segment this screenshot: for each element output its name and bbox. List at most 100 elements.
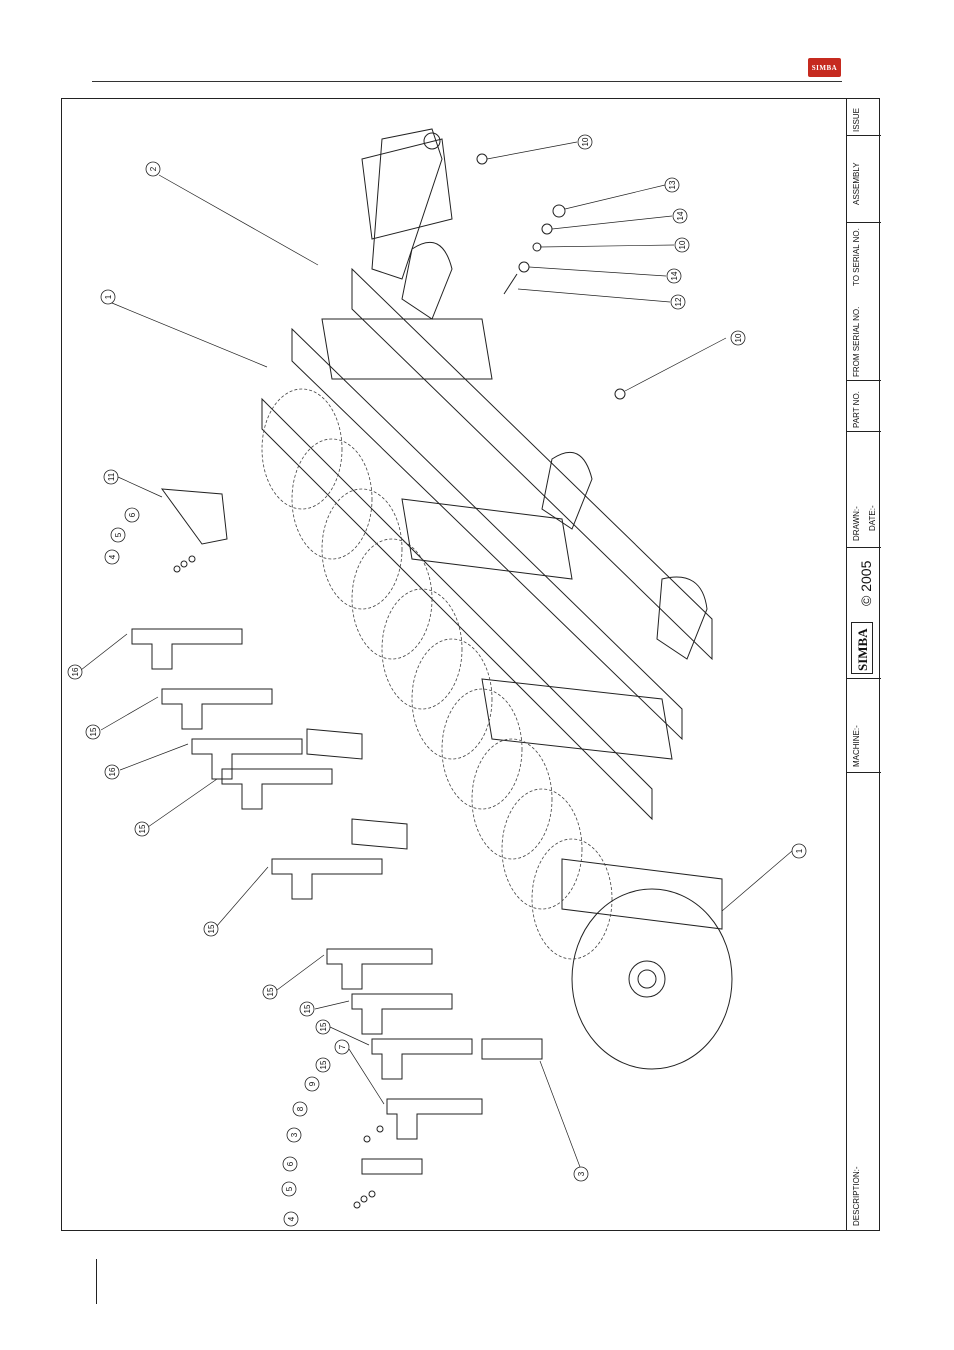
tb-divider-logo	[847, 678, 881, 679]
leader-10c	[625, 338, 726, 391]
callout-9: 9	[308, 1081, 317, 1086]
leader-15f	[330, 1027, 369, 1045]
tb-divider-machine	[847, 772, 881, 773]
header-rule	[92, 81, 842, 82]
bolt-4b	[354, 1202, 360, 1208]
callout-15g: 15	[319, 1060, 328, 1069]
cross-member-5	[562, 859, 722, 929]
washer-8	[364, 1136, 370, 1142]
disc-7	[442, 689, 522, 809]
callout-14a: 14	[676, 211, 685, 220]
washer-9	[377, 1126, 383, 1132]
scraper-plate-loose-b	[352, 819, 407, 849]
callout-15c: 15	[207, 924, 216, 933]
drawing-sheet: 2 1 10 13 14 10 14 12 10 11 6 5 4 16 15 …	[61, 98, 880, 1231]
callout-16b: 16	[108, 767, 117, 776]
nut-6a	[189, 556, 195, 562]
cross-member-4	[482, 679, 672, 759]
tb-divider-serial	[847, 380, 881, 381]
bracket-plate-1	[402, 242, 452, 319]
nut-13	[553, 205, 565, 217]
leader-14a	[552, 216, 672, 229]
leader-15d	[277, 955, 324, 990]
tb-to-serial: TO SERIAL NO.	[852, 228, 861, 286]
leader-3b	[540, 1061, 580, 1167]
tb-from-serial: FROM SERIAL NO.	[852, 307, 861, 377]
callout-15a: 15	[89, 727, 98, 736]
leader-13	[565, 185, 665, 209]
leader-14b	[529, 267, 666, 276]
end-hub	[629, 961, 665, 997]
callout-15d: 15	[266, 987, 275, 996]
callout-12: 12	[674, 297, 683, 306]
cross-member-2	[322, 319, 492, 379]
cross-member-3	[402, 499, 572, 579]
leader-10a	[487, 142, 577, 159]
leader-7	[349, 1049, 384, 1104]
pin-12	[504, 274, 517, 294]
scraper-plate-loose-a	[307, 729, 362, 759]
scraper-bracket-7	[387, 1099, 482, 1139]
callout-1a: 1	[104, 294, 113, 299]
disc-9	[502, 789, 582, 909]
leader-16a	[81, 634, 127, 670]
frame-rail-top	[352, 269, 712, 659]
callout-10b: 10	[678, 240, 687, 249]
tb-divider-assembly	[847, 222, 881, 223]
bush-10b	[533, 243, 541, 251]
leader-11	[118, 477, 162, 497]
end-disc	[572, 889, 732, 1069]
callout-3a: 3	[290, 1132, 299, 1137]
headstock-arm	[372, 129, 442, 279]
callout-3b: 3	[577, 1171, 586, 1176]
leader-1b	[722, 851, 792, 911]
tb-divider-drawn	[847, 547, 881, 548]
scraper-bracket-15c	[272, 859, 382, 899]
tb-assembly: ASSEMBLY	[852, 162, 861, 205]
callout-13: 13	[668, 180, 677, 189]
bolt-4a	[174, 566, 180, 572]
nut-6b	[369, 1191, 375, 1197]
callout-10a: 10	[581, 137, 590, 146]
disc-5	[382, 589, 462, 709]
logo-text: SIMBA	[812, 64, 837, 72]
callout-15e: 15	[303, 1004, 312, 1013]
callout-16a: 16	[71, 667, 80, 676]
disc-3	[322, 489, 402, 609]
scraper-bracket-16b	[192, 739, 302, 779]
frame-rail-bottom	[262, 399, 652, 819]
tb-description: DESCRIPTION:-	[852, 1166, 861, 1226]
tb-simba-logo: SIMBA	[851, 622, 873, 674]
callout-15f: 15	[319, 1022, 328, 1031]
callout-15b: 15	[138, 824, 147, 833]
callout-4b: 4	[287, 1216, 296, 1221]
callout-11: 11	[107, 472, 116, 481]
scraper-bracket-15d	[327, 949, 432, 989]
disc-1	[262, 389, 342, 509]
leader-16b	[120, 744, 188, 770]
leader-15e	[315, 1001, 349, 1009]
scraper-plate-3b	[482, 1039, 542, 1059]
scraper-bracket-15a	[162, 689, 272, 729]
tb-drawn: DRAWN:-	[852, 506, 861, 541]
callout-10c: 10	[734, 333, 743, 342]
leader-15b	[148, 779, 217, 827]
tb-divider-partno	[847, 431, 881, 432]
leader-2	[159, 175, 318, 265]
end-hub-inner	[638, 970, 656, 988]
binding-margin-mark	[96, 1259, 97, 1304]
nut-5a	[181, 561, 187, 567]
tb-part-no: PART NO.	[852, 391, 861, 428]
simba-logo: SIMBA	[808, 58, 841, 77]
scraper-bracket-15e	[352, 994, 452, 1034]
leader-15a	[101, 697, 158, 730]
callout-5a: 5	[114, 532, 123, 537]
nut-5b	[361, 1196, 367, 1202]
callout-7: 7	[338, 1044, 347, 1049]
callout-6a: 6	[128, 512, 137, 517]
tb-simba-logo-text: SIMBA	[855, 628, 871, 671]
callout-8: 8	[296, 1106, 305, 1111]
tb-machine: MACHINE:-	[852, 725, 861, 767]
washer-14b	[519, 262, 529, 272]
disc-6	[412, 639, 492, 759]
